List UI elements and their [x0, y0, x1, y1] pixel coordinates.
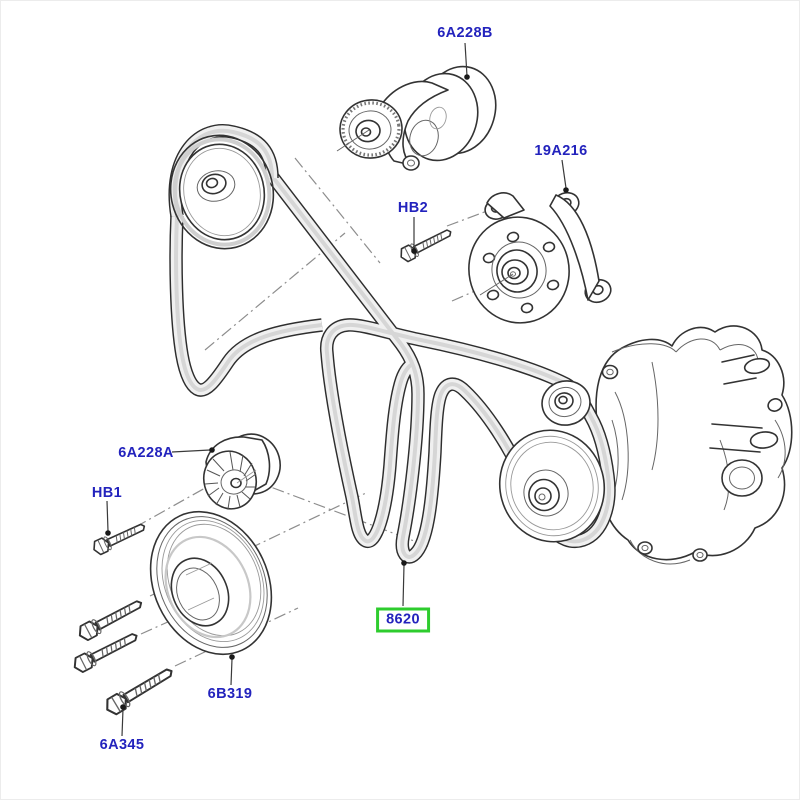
- callout-6A228B[interactable]: 6A228B: [437, 25, 493, 41]
- fan-pulley-bracket: [468, 191, 612, 324]
- idler-pulley-6A228A: [202, 433, 281, 510]
- small-idler-pulley: [541, 380, 591, 426]
- bolt-HB1: [90, 518, 149, 557]
- callout-6A228A[interactable]: 6A228A: [118, 445, 174, 461]
- pulley-top-left: [159, 124, 286, 250]
- callout-HB2[interactable]: HB2: [397, 200, 429, 216]
- callout-8620-highlighted[interactable]: 8620: [376, 607, 430, 633]
- callout-6B319[interactable]: 6B319: [207, 686, 253, 702]
- bolt-HB2: [397, 224, 455, 265]
- water-pump-assembly: [595, 325, 793, 565]
- leader-lines: [105, 42, 569, 737]
- callout-HB1[interactable]: HB1: [91, 485, 123, 501]
- crankshaft-pulley: [149, 510, 273, 656]
- water-pump-pulley: [498, 429, 606, 543]
- belt-tensioner: [336, 65, 497, 171]
- callout-19A216[interactable]: 19A216: [534, 143, 588, 159]
- callout-6A345[interactable]: 6A345: [99, 737, 145, 753]
- bolt-6A345: [101, 662, 177, 719]
